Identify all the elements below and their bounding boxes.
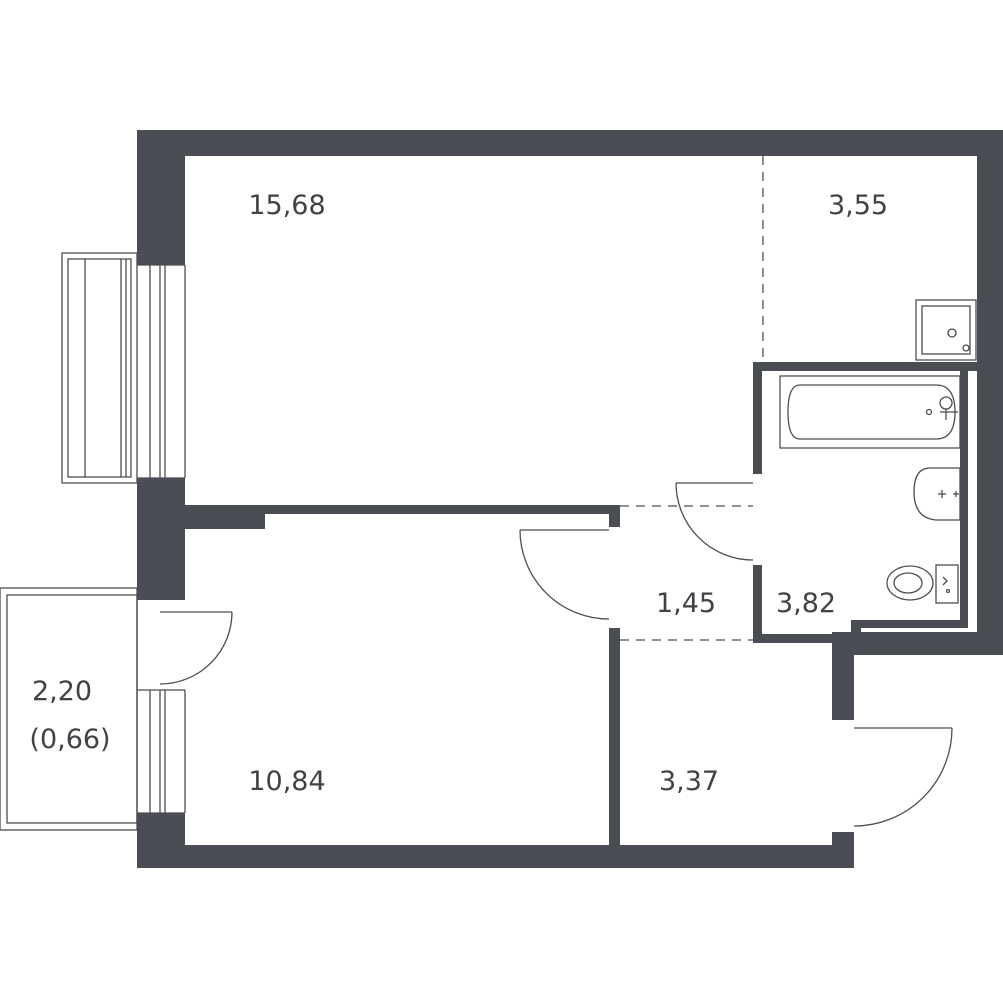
lower-balcony xyxy=(0,587,138,831)
balcony-area: 2,20 xyxy=(32,676,92,707)
window-bedroom xyxy=(137,689,186,814)
washbasin-icon xyxy=(913,467,961,521)
bedroom-area: 10,84 xyxy=(248,766,325,797)
zone-separators xyxy=(620,156,764,641)
sink-icon xyxy=(915,299,977,361)
bathroom-area: 3,82 xyxy=(776,588,836,619)
walls xyxy=(137,130,1003,868)
bathtub-icon xyxy=(779,375,961,449)
living-room-area: 15,68 xyxy=(248,190,325,221)
corridor-area: 1,45 xyxy=(656,588,716,619)
hallway-area: 3,37 xyxy=(659,766,719,797)
window-living-room xyxy=(137,264,186,479)
balcony-reduced-area: (0,66) xyxy=(29,724,110,755)
doors xyxy=(159,482,953,827)
toilet-icon xyxy=(886,564,959,604)
kitchen-area: 3,55 xyxy=(828,190,888,221)
upper-balcony xyxy=(61,252,138,484)
